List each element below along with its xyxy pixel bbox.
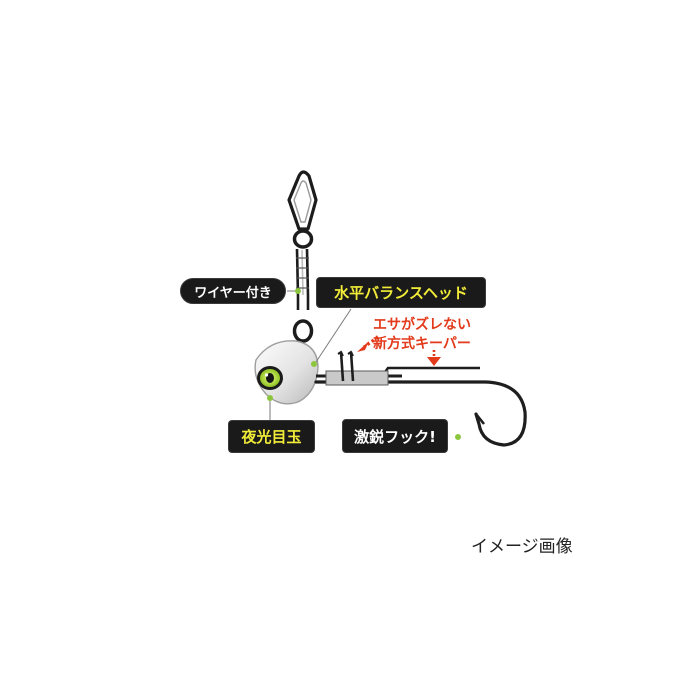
pointer-dot-wire: [295, 288, 301, 294]
down-arrow: [427, 350, 441, 366]
pointer-dots: [267, 288, 461, 440]
upper-swivel-ring: [292, 229, 314, 249]
label-horizontal-balance-head: 水平バランスヘッド: [316, 277, 486, 308]
pointer-dot-hook: [455, 434, 461, 440]
bait-keeper: [325, 350, 389, 386]
snap-clip: [287, 170, 318, 231]
feature-text-line1: エサがズレない: [373, 317, 471, 333]
lower-swivel-ring: [292, 319, 314, 343]
glow-eye: [257, 366, 283, 390]
pointer-dot-head: [311, 361, 317, 367]
label-wire: ワイヤー付き: [180, 278, 286, 304]
image-caption: イメージ画像: [471, 537, 573, 557]
feature-text-line2: 新方式キーパー: [373, 336, 471, 352]
label-glow-eye: 夜光目玉: [228, 420, 315, 453]
pointer-dot-eye: [267, 395, 273, 401]
keeper-arrow: [357, 335, 379, 352]
wire-twist: [296, 296, 310, 310]
label-sharp-hook: 激鋭フック!: [342, 419, 448, 453]
